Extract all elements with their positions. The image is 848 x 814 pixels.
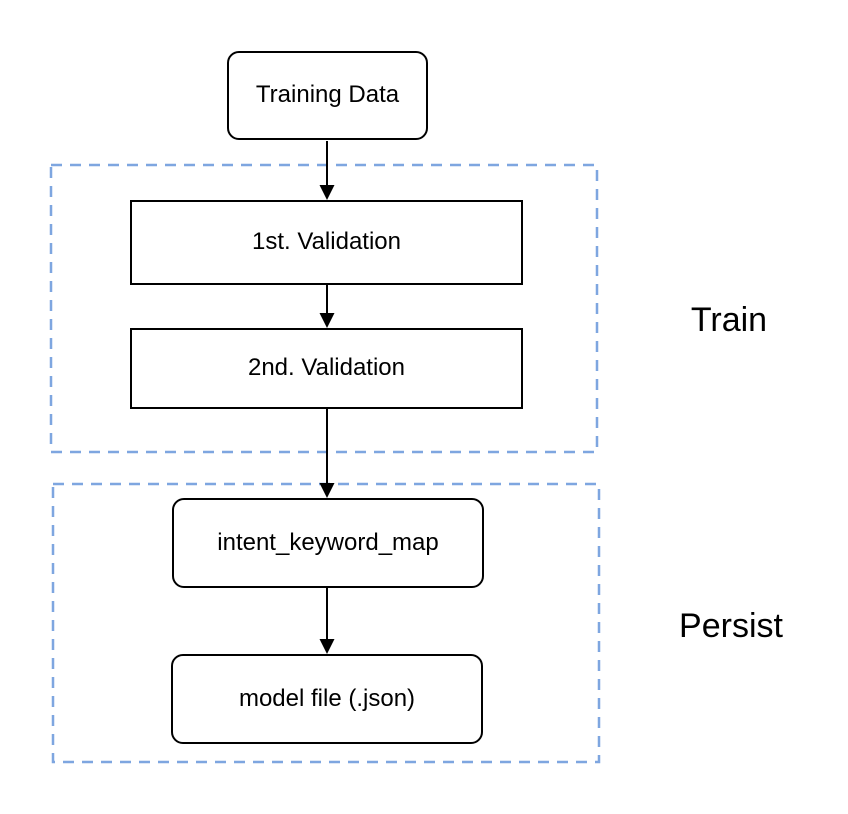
node-second-validation-label: 2nd. Validation xyxy=(247,354,405,382)
node-second-validation: 2nd. Validation xyxy=(130,328,523,409)
arrow-training-to-first-validation xyxy=(319,141,335,200)
arrow-intent-map-to-model-file xyxy=(319,588,335,654)
node-first-validation-label: 1st. Validation xyxy=(252,228,401,256)
train-group-label: Train xyxy=(690,301,768,339)
node-training-data-label: Training Data xyxy=(255,81,400,109)
arrow-second-validation-to-intent-map xyxy=(319,409,335,498)
node-first-validation: 1st. Validation xyxy=(130,200,523,285)
persist-group-label: Persist xyxy=(679,607,783,645)
train-group-border xyxy=(49,163,599,454)
node-intent-keyword-map: intent_keyword_map xyxy=(172,498,484,588)
node-model-file-label: model file (.json) xyxy=(238,684,416,712)
node-training-data: Training Data xyxy=(227,51,428,140)
arrow-first-to-second-validation xyxy=(319,285,335,328)
node-intent-keyword-map-label: intent_keyword_map xyxy=(217,528,439,556)
node-model-file: model file (.json) xyxy=(171,654,483,744)
